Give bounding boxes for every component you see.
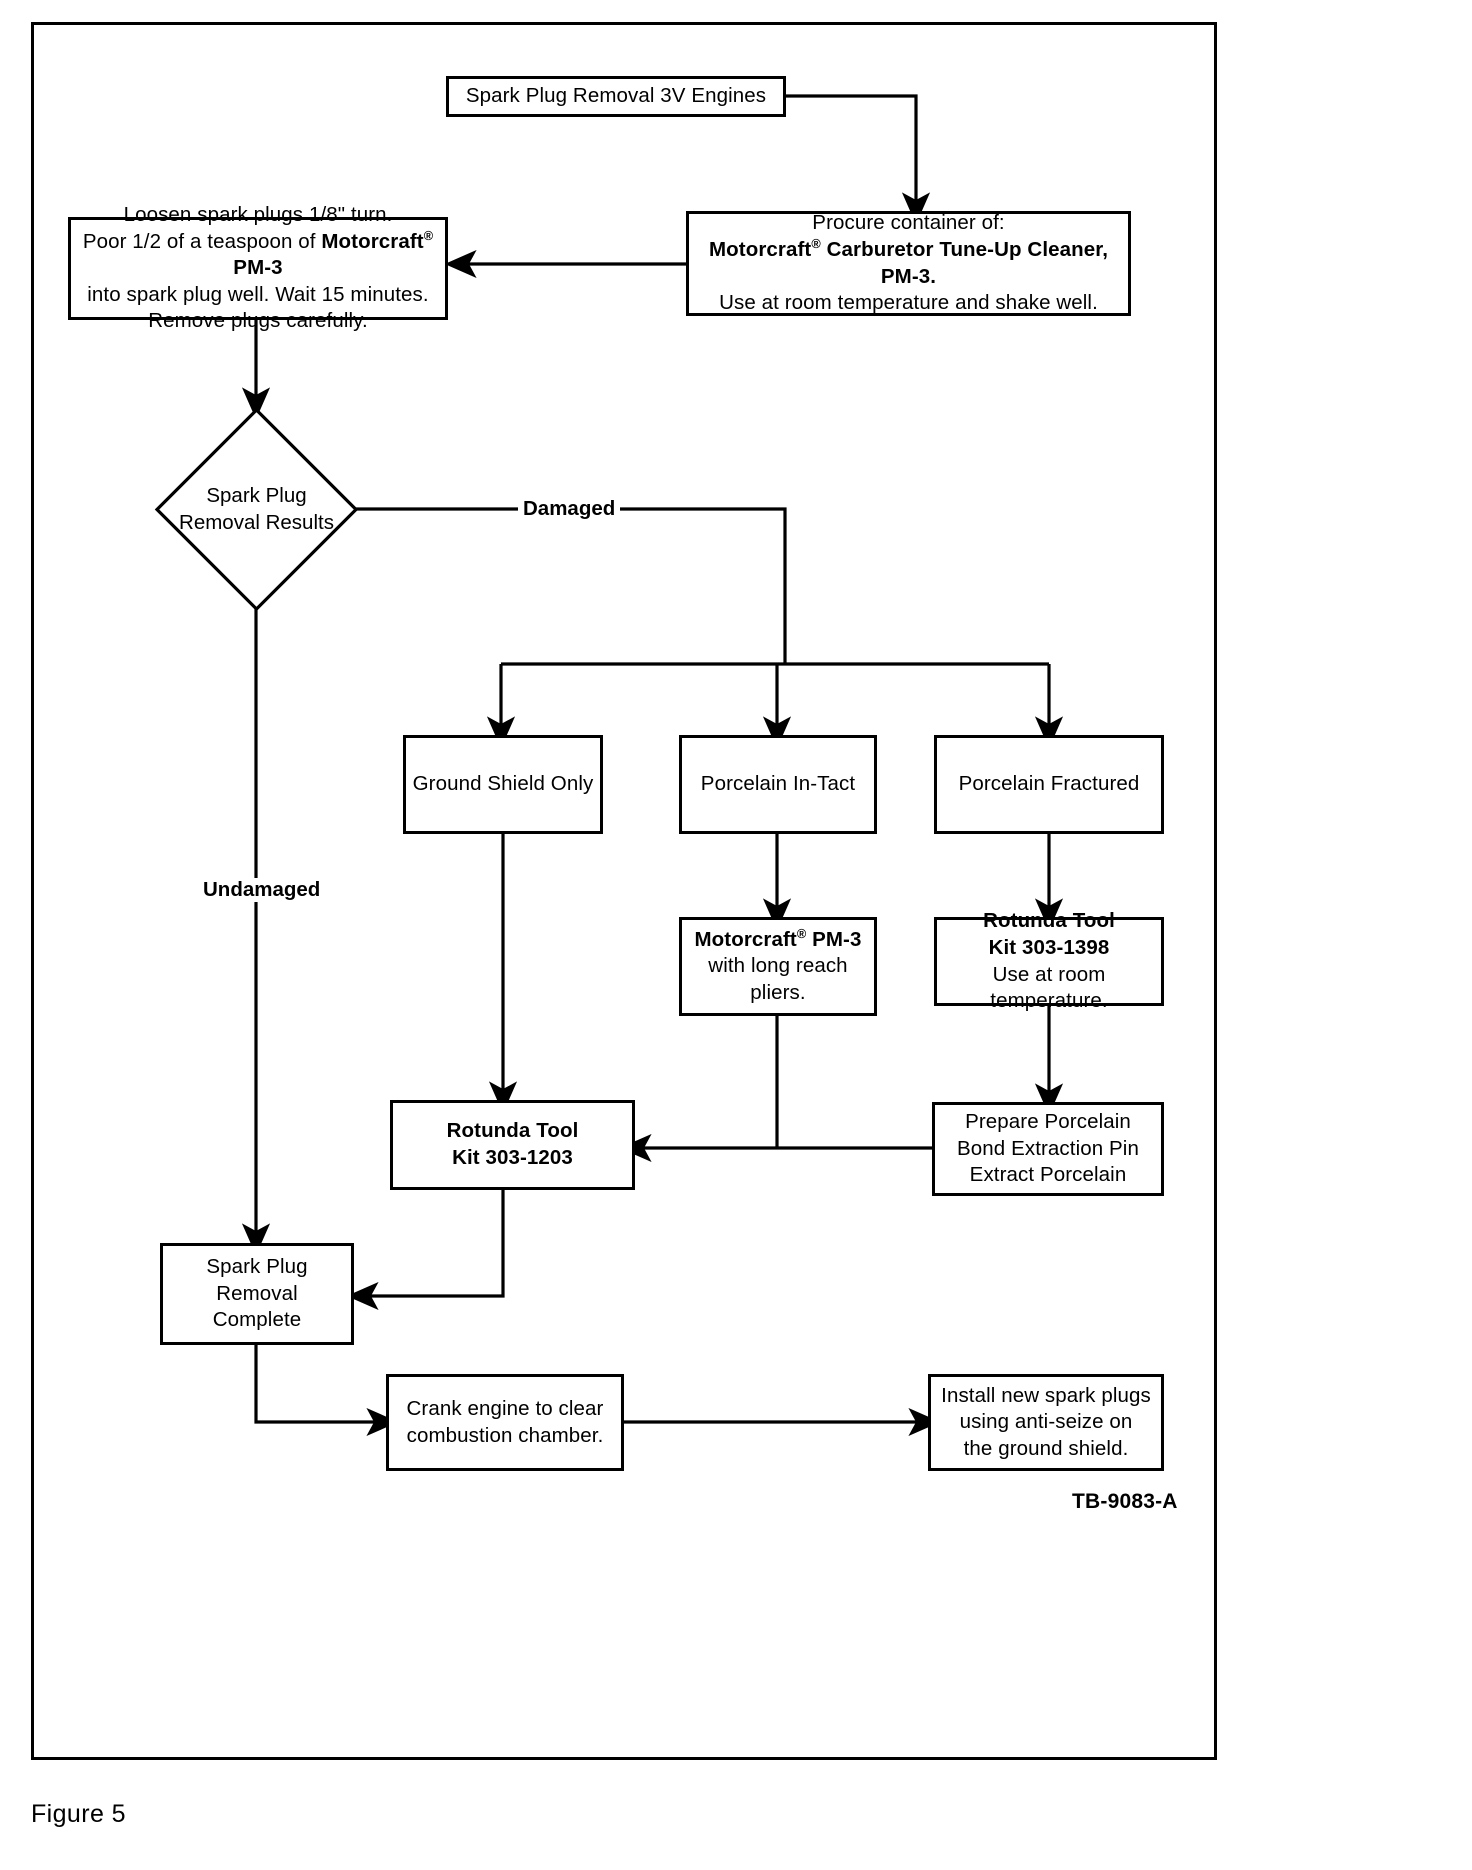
loosen-line-2a: Poor 1/2 of a teaspoon of bbox=[82, 229, 322, 253]
node-rotunda-tool-303-1398[interactable]: Rotunda Tool Kit 303-1398 Use at room te… bbox=[934, 909, 1164, 1012]
procure-line-1: Procure container of: bbox=[812, 211, 1005, 235]
decision-line-2: Removal Results bbox=[179, 510, 334, 534]
removal-complete-line-1: Spark Plug Removal bbox=[206, 1255, 308, 1305]
prepare-porcelain-line-3: Extract Porcelain bbox=[969, 1163, 1127, 1187]
procure-line-3: Use at room temperature and shake well. bbox=[719, 291, 1098, 315]
pm3-pliers-line-1: Motorcraft® PM-3 bbox=[694, 925, 862, 951]
ground-shield-label: Ground Shield Only bbox=[412, 772, 594, 796]
porcelain-intact-label: Porcelain In-Tact bbox=[700, 772, 856, 796]
install-plugs-line-2: using anti-seize on bbox=[959, 1410, 1133, 1434]
edge-label-undamaged: Undamaged bbox=[198, 878, 326, 902]
figure-code: TB-9083-A bbox=[1072, 1490, 1178, 1513]
rotunda-1398-line-1: Rotunda Tool bbox=[983, 909, 1115, 933]
node-rotunda-tool-303-1203[interactable]: Rotunda Tool Kit 303-1203 bbox=[390, 1100, 635, 1190]
node-porcelain-in-tact[interactable]: Porcelain In-Tact bbox=[679, 735, 877, 834]
loosen-line-4: Remove plugs carefully. bbox=[148, 309, 368, 333]
node-pm3-long-reach-pliers[interactable]: Motorcraft® PM-3 with long reach pliers. bbox=[679, 917, 877, 1016]
removal-complete-line-2: Complete bbox=[212, 1308, 302, 1332]
node-procure-container[interactable]: Procure container of: Motorcraft® Carbur… bbox=[686, 211, 1131, 316]
node-start-label: Spark Plug Removal 3V Engines bbox=[465, 84, 767, 108]
edge-label-damaged: Damaged bbox=[518, 497, 621, 521]
rotunda-1203-line-1: Rotunda Tool bbox=[446, 1119, 579, 1143]
node-ground-shield-only[interactable]: Ground Shield Only bbox=[403, 735, 603, 834]
diamond-shape bbox=[154, 407, 359, 612]
node-loosen-spark-plugs[interactable]: Loosen spark plugs 1/8" turn. Poor 1/2 o… bbox=[68, 203, 448, 332]
node-crank-engine[interactable]: Crank engine to clear combustion chamber… bbox=[386, 1374, 624, 1471]
rotunda-1398-line-2: Kit 303-1398 bbox=[988, 935, 1110, 959]
rotunda-1203-line-2: Kit 303-1203 bbox=[452, 1146, 573, 1169]
install-plugs-line-1: Install new spark plugs bbox=[941, 1383, 1151, 1407]
figure-caption: Figure 5 bbox=[31, 1800, 126, 1828]
rotunda-1398-line-3: Use at room temperature. bbox=[990, 962, 1108, 1013]
node-install-new-spark-plugs[interactable]: Install new spark plugs using anti-seize… bbox=[928, 1374, 1164, 1471]
node-porcelain-fractured[interactable]: Porcelain Fractured bbox=[934, 735, 1164, 834]
loosen-line-1: Loosen spark plugs 1/8" turn. bbox=[123, 202, 393, 226]
prepare-porcelain-line-2: Bond Extraction Pin bbox=[957, 1136, 1139, 1160]
loosen-line-2b: Motorcraft® PM-3 bbox=[233, 227, 434, 280]
pm3-pliers-line-2: with long reach pliers. bbox=[708, 954, 848, 1004]
install-plugs-line-3: the ground shield. bbox=[963, 1436, 1129, 1460]
crank-engine-line-2: combustion chamber. bbox=[406, 1423, 604, 1447]
crank-engine-line-1: Crank engine to clear bbox=[406, 1396, 604, 1420]
node-decision-removal-results[interactable]: Spark Plug Removal Results bbox=[154, 407, 359, 612]
loosen-line-3: into spark plug well. Wait 15 minutes. bbox=[87, 282, 429, 306]
node-prepare-porcelain[interactable]: Prepare Porcelain Bond Extraction Pin Ex… bbox=[932, 1102, 1164, 1196]
porcelain-fractured-label: Porcelain Fractured bbox=[958, 772, 1140, 796]
node-start[interactable]: Spark Plug Removal 3V Engines bbox=[446, 76, 786, 117]
prepare-porcelain-line-1: Prepare Porcelain bbox=[965, 1110, 1131, 1134]
procure-line-2: Motorcraft® Carburetor Tune-Up Cleaner, … bbox=[708, 236, 1108, 288]
decision-line-1: Spark Plug bbox=[206, 483, 307, 507]
node-spark-plug-removal-complete[interactable]: Spark Plug Removal Complete bbox=[160, 1243, 354, 1345]
